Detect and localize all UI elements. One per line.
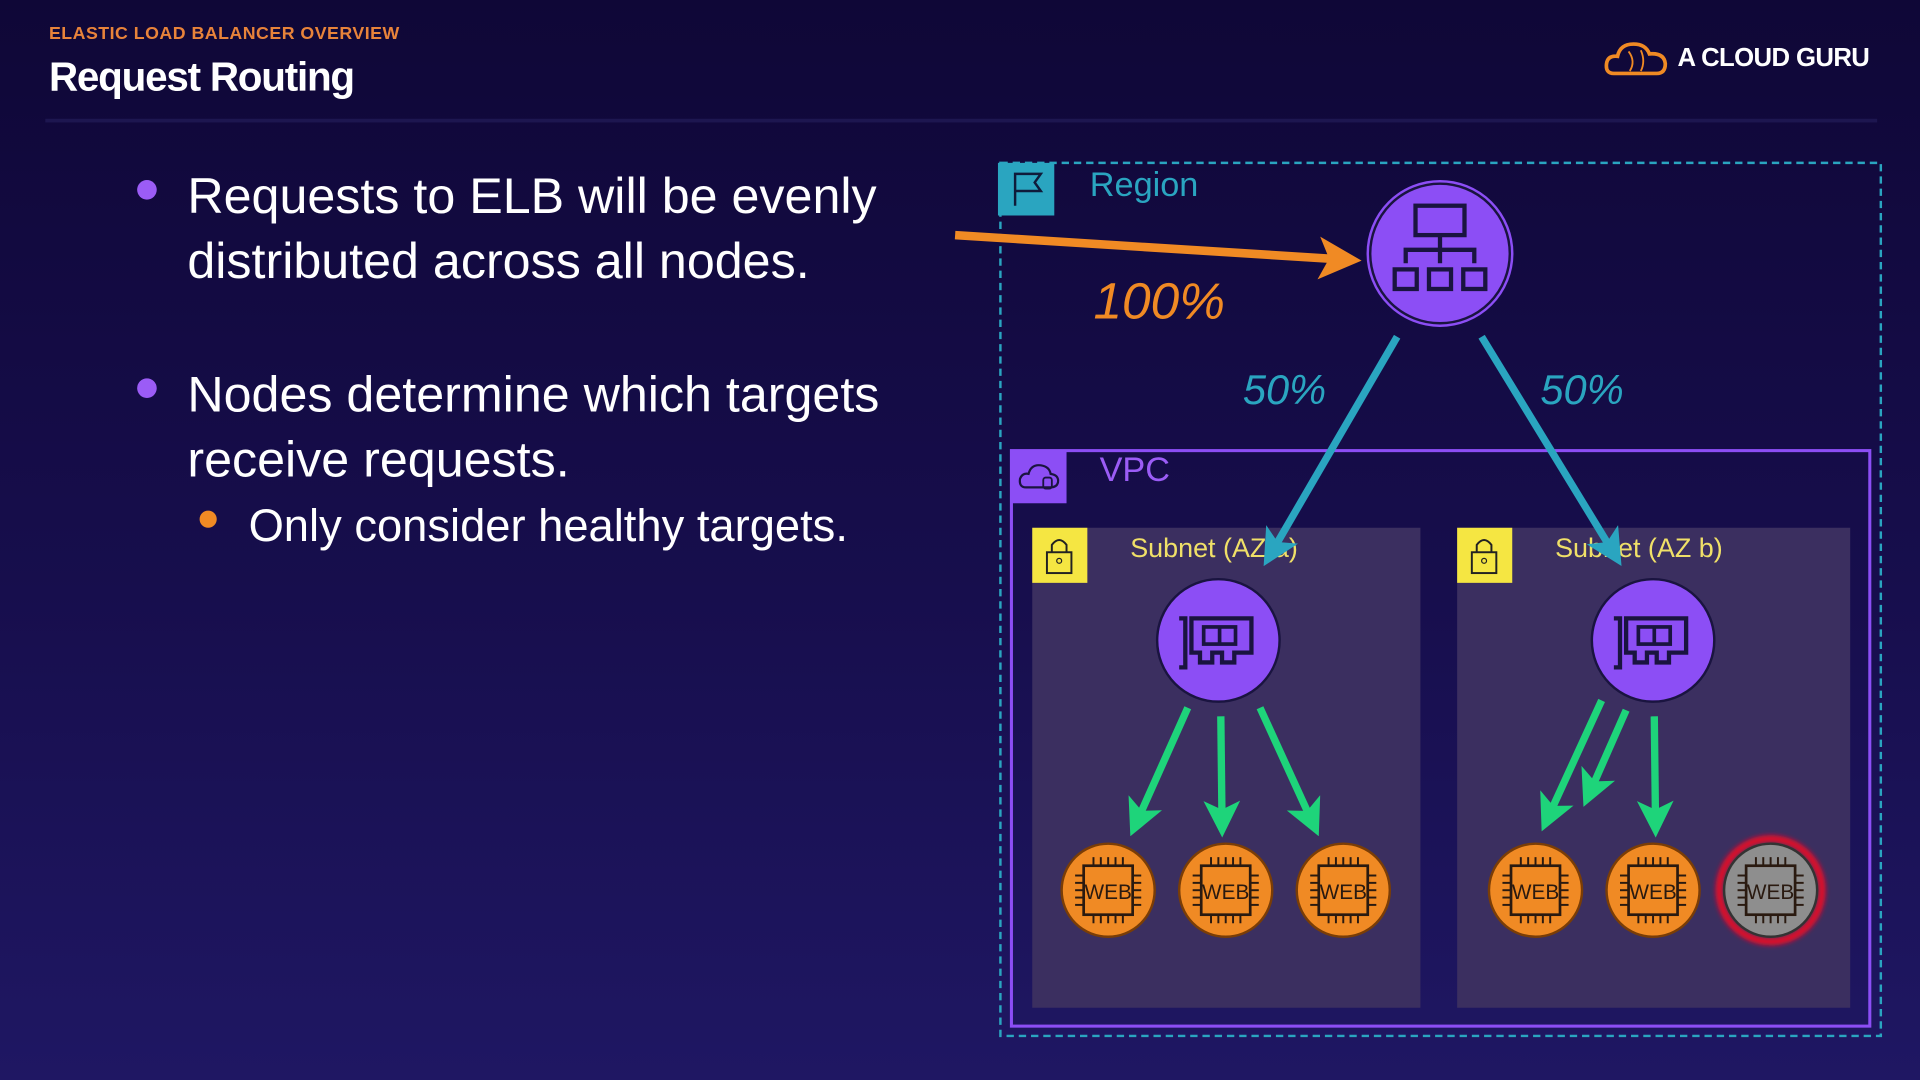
sub-bullet-text: Only consider healthy targets. <box>248 500 848 552</box>
bullet-text: Requests to ELB will be evenly distribut… <box>187 167 877 289</box>
bullet-dot <box>137 180 157 200</box>
route-arrow-az-b <box>1478 334 1622 567</box>
lock-icon <box>1457 527 1513 583</box>
chip-icon <box>1737 857 1804 924</box>
target-route-arrow <box>1581 708 1630 807</box>
web-target-label: WEB <box>1320 881 1367 904</box>
web-target-label: WEB <box>1747 881 1794 904</box>
vpc-label: VPC <box>1100 451 1170 489</box>
unhealthy-web-target: WEB <box>1715 835 1826 946</box>
divider <box>45 118 1878 123</box>
sub-bullet-dot <box>199 510 217 528</box>
healthy-web-target: WEB <box>1295 842 1392 938</box>
target-route-arrow <box>1256 706 1321 837</box>
chip-icon <box>1620 857 1687 924</box>
vpc-boundary <box>1009 449 1872 1028</box>
web-target-label: WEB <box>1512 881 1559 904</box>
healthy-web-target: WEB <box>1060 842 1156 938</box>
web-target-label: WEB <box>1629 881 1676 904</box>
split-left-percentage: 50% <box>1243 366 1326 413</box>
target-route-arrow <box>1540 698 1605 832</box>
bullet-item: Nodes determine which targets receive re… <box>135 362 943 492</box>
sub-bullet-item: Only consider healthy targets. <box>135 497 943 555</box>
lock-icon <box>1032 527 1088 583</box>
web-target-label: WEB <box>1202 881 1249 904</box>
bullet-item: Requests to ELB will be evenly distribut… <box>135 164 943 294</box>
page-title: Request Routing <box>48 53 355 100</box>
target-route-arrow <box>1636 716 1674 838</box>
subnet-b-label: Subnet (AZ b) <box>1555 533 1723 563</box>
incoming-percentage: 100% <box>1093 271 1224 329</box>
chip-icon <box>1075 857 1142 924</box>
chip-icon <box>1310 857 1377 924</box>
chip-icon <box>1192 857 1259 924</box>
region-boundary <box>999 161 1883 1038</box>
bullet-dot <box>137 378 157 398</box>
brand-logo: A CLOUD GURU <box>1604 39 1870 78</box>
cloud-logo-icon <box>1604 42 1668 76</box>
bullet-list: Requests to ELB will be evenly distribut… <box>135 164 943 555</box>
vpc-cloud-icon <box>1011 450 1067 504</box>
split-right-percentage: 50% <box>1540 366 1623 413</box>
bullet-text: Nodes determine which targets receive re… <box>187 366 880 488</box>
web-target-label: WEB <box>1084 881 1131 904</box>
chip-icon <box>1502 857 1569 924</box>
target-route-arrow <box>1203 716 1241 838</box>
slide-kicker: ELASTIC LOAD BALANCER OVERVIEW <box>48 24 400 45</box>
incoming-request-arrow <box>954 230 1362 280</box>
healthy-web-target: WEB <box>1487 842 1584 938</box>
flag-icon <box>997 162 1055 216</box>
brand-name: A CLOUD GURU <box>1677 44 1870 73</box>
route-arrow-az-a <box>1263 334 1401 567</box>
target-route-arrow <box>1128 706 1192 837</box>
load-balancer-icon <box>1366 180 1514 327</box>
elb-node-icon <box>1590 577 1716 703</box>
healthy-web-target: WEB <box>1605 842 1701 938</box>
healthy-web-target: WEB <box>1177 842 1274 938</box>
elb-node-icon <box>1155 577 1281 703</box>
region-label: Region <box>1090 166 1199 204</box>
